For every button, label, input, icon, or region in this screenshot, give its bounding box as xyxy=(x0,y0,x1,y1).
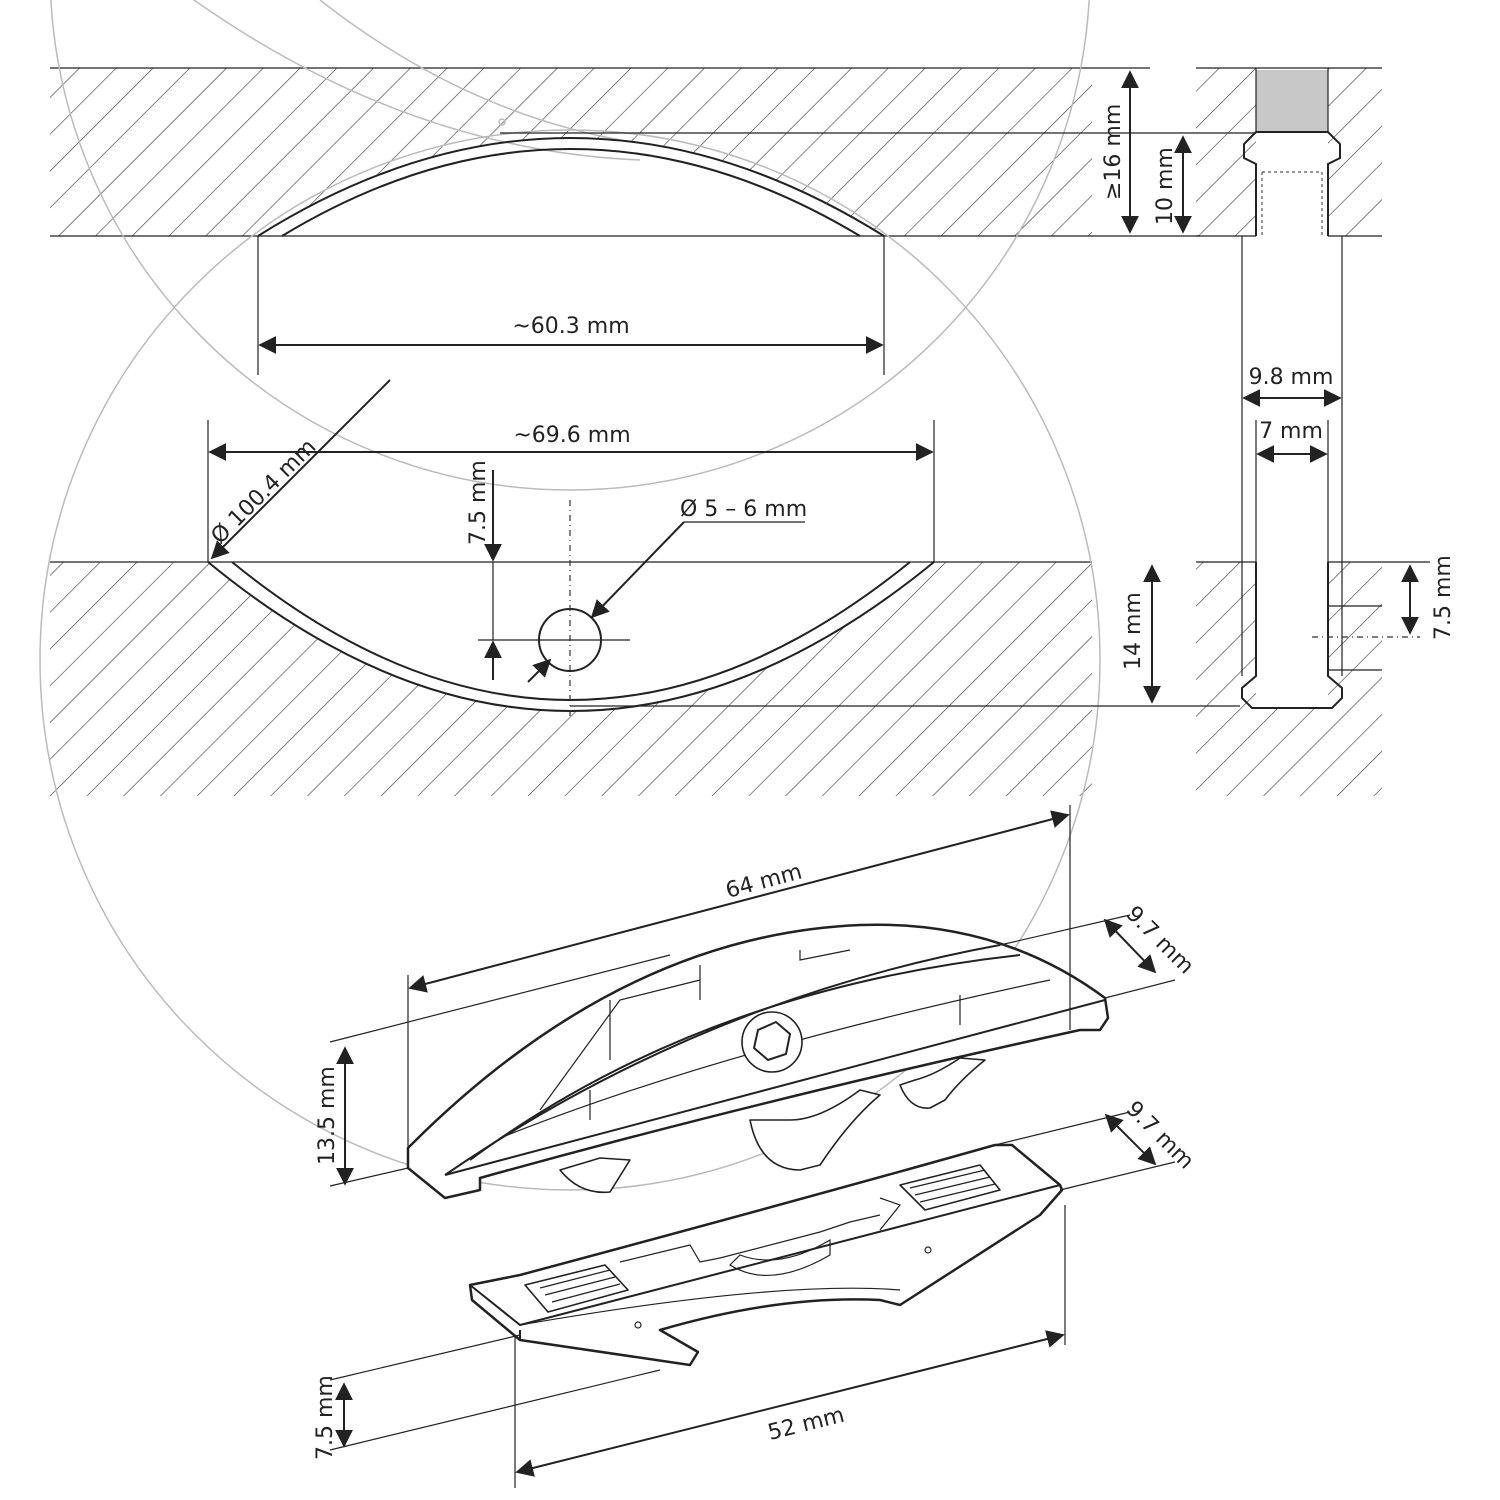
cutter-circle-lower xyxy=(39,129,1101,1191)
dim-label-chord-inner: ~60.3 mm xyxy=(512,314,629,339)
dim-label-bottom-depth: 14 mm xyxy=(1121,592,1146,670)
dim-label-part-width: 9.7 mm xyxy=(1121,902,1199,980)
dim-label-screw-offset: 7.5 mm xyxy=(466,460,491,545)
dim-line-52 xyxy=(515,1330,1065,1477)
dim-label-groove-inner: 7 mm xyxy=(1259,419,1323,444)
groove-arc-upper-inner xyxy=(281,148,861,237)
dim-line-97-upper xyxy=(1103,918,1157,974)
section-view-side: 9.8 mm 7 mm 7.5 mm xyxy=(1196,67,1456,796)
cutter-circle-upper xyxy=(50,0,1090,491)
dim-label-lower-height: 7.5 mm xyxy=(313,1375,338,1460)
dim-label-part-length: 64 mm xyxy=(723,859,805,903)
dim-line-64 xyxy=(408,810,1070,993)
connector-profile xyxy=(1241,131,1343,709)
dim-label-chord-outer: ~69.6 mm xyxy=(513,423,630,448)
dim-label-side-offset: 7.5 mm xyxy=(1431,555,1456,640)
groove-arc-upper-outer xyxy=(257,137,885,237)
dim-label-slot-depth: 10 mm xyxy=(1153,147,1178,225)
connector-upper-part: 64 mm 9.7 mm 13.5 mm xyxy=(315,805,1199,1200)
grey-insert xyxy=(1256,70,1328,132)
dim-label-lower-width: 9.7 mm xyxy=(1121,1097,1199,1175)
dim-line-97-lower xyxy=(1104,1113,1157,1166)
dim-label-groove-outer: 9.8 mm xyxy=(1249,365,1334,390)
dim-label-top-depth: ≥16 mm xyxy=(1101,104,1126,200)
hex-socket xyxy=(741,1011,803,1073)
dim-label-part-height: 13.5 mm xyxy=(315,1066,340,1165)
dim-label-screw-diameter: Ø 5 – 6 mm xyxy=(680,497,807,522)
dim-label-lower-length: 52 mm xyxy=(765,1403,847,1446)
